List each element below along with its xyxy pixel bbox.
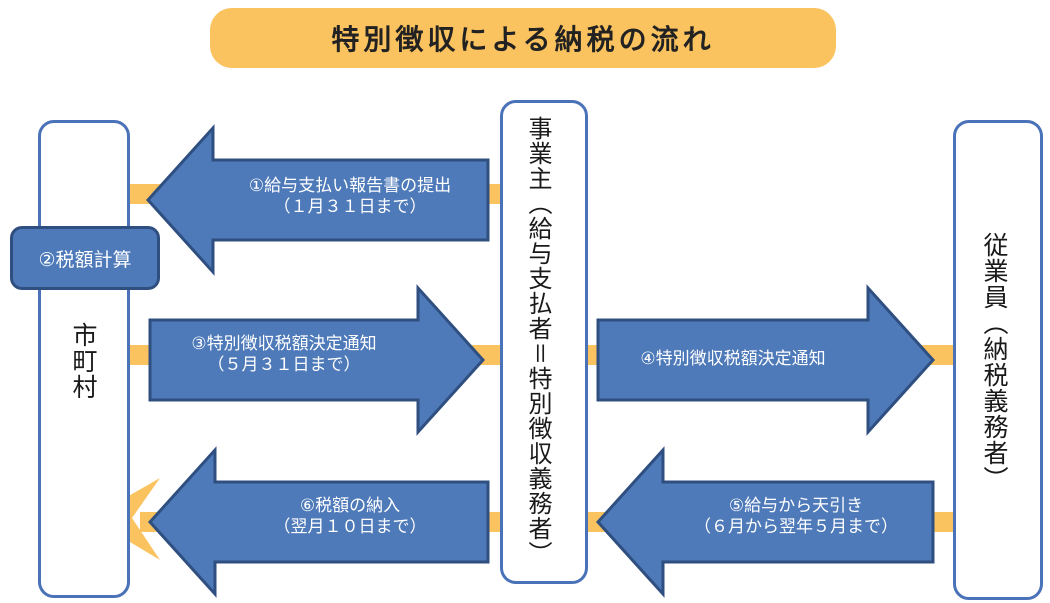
municipality-box — [38, 120, 130, 598]
diagram-title: 特別徴収による納税の流れ — [210, 8, 836, 68]
step-6-deadline: （翌月１０日まで） — [273, 517, 427, 538]
arrow-step-6 — [147, 446, 490, 598]
employee-label: 従業員（納税義務者） — [980, 232, 1009, 492]
step-3-title: ③特別徴収税額決定通知 — [191, 334, 377, 354]
step-4-label: ④特別徴収税額決定通知 — [600, 349, 866, 370]
step-6-label: ⑥税額の納入 （翌月１０日まで） — [215, 496, 485, 539]
step-3-label: ③特別徴収税額決定通知 （５月３１日まで） — [152, 334, 416, 377]
arrow-step-1 — [145, 124, 490, 276]
arrow-step-4 — [596, 284, 936, 436]
step-3-deadline: （５月３１日まで） — [207, 355, 361, 376]
employee-box — [953, 120, 1043, 600]
step-5-label: ⑤給与から天引き （６月から翌年５月まで） — [662, 496, 930, 539]
municipality-label: 市町村 — [69, 322, 98, 400]
tax-calculation-box: ②税額計算 — [10, 226, 160, 290]
step-1-deadline: （１月３１日まで） — [273, 197, 427, 218]
step-5-title: ⑤給与から天引き — [728, 496, 864, 516]
arrow-step-3 — [148, 284, 486, 436]
step-4-title: ④特別徴収税額決定通知 — [640, 349, 826, 369]
employer-label: 事業主（給与支払者＝特別徴収義務者） — [524, 116, 552, 566]
step-5-deadline: （６月から翌年５月まで） — [694, 517, 898, 538]
step-6-title: ⑥税額の納入 — [299, 496, 401, 516]
step-arrows — [145, 124, 936, 598]
arrow-step-5 — [595, 446, 935, 598]
employer-box — [500, 100, 588, 584]
step-1-label: ①給与支払い報告書の提出 （１月３１日まで） — [215, 176, 485, 219]
step-1-title: ①給与支払い報告書の提出 — [248, 176, 452, 196]
